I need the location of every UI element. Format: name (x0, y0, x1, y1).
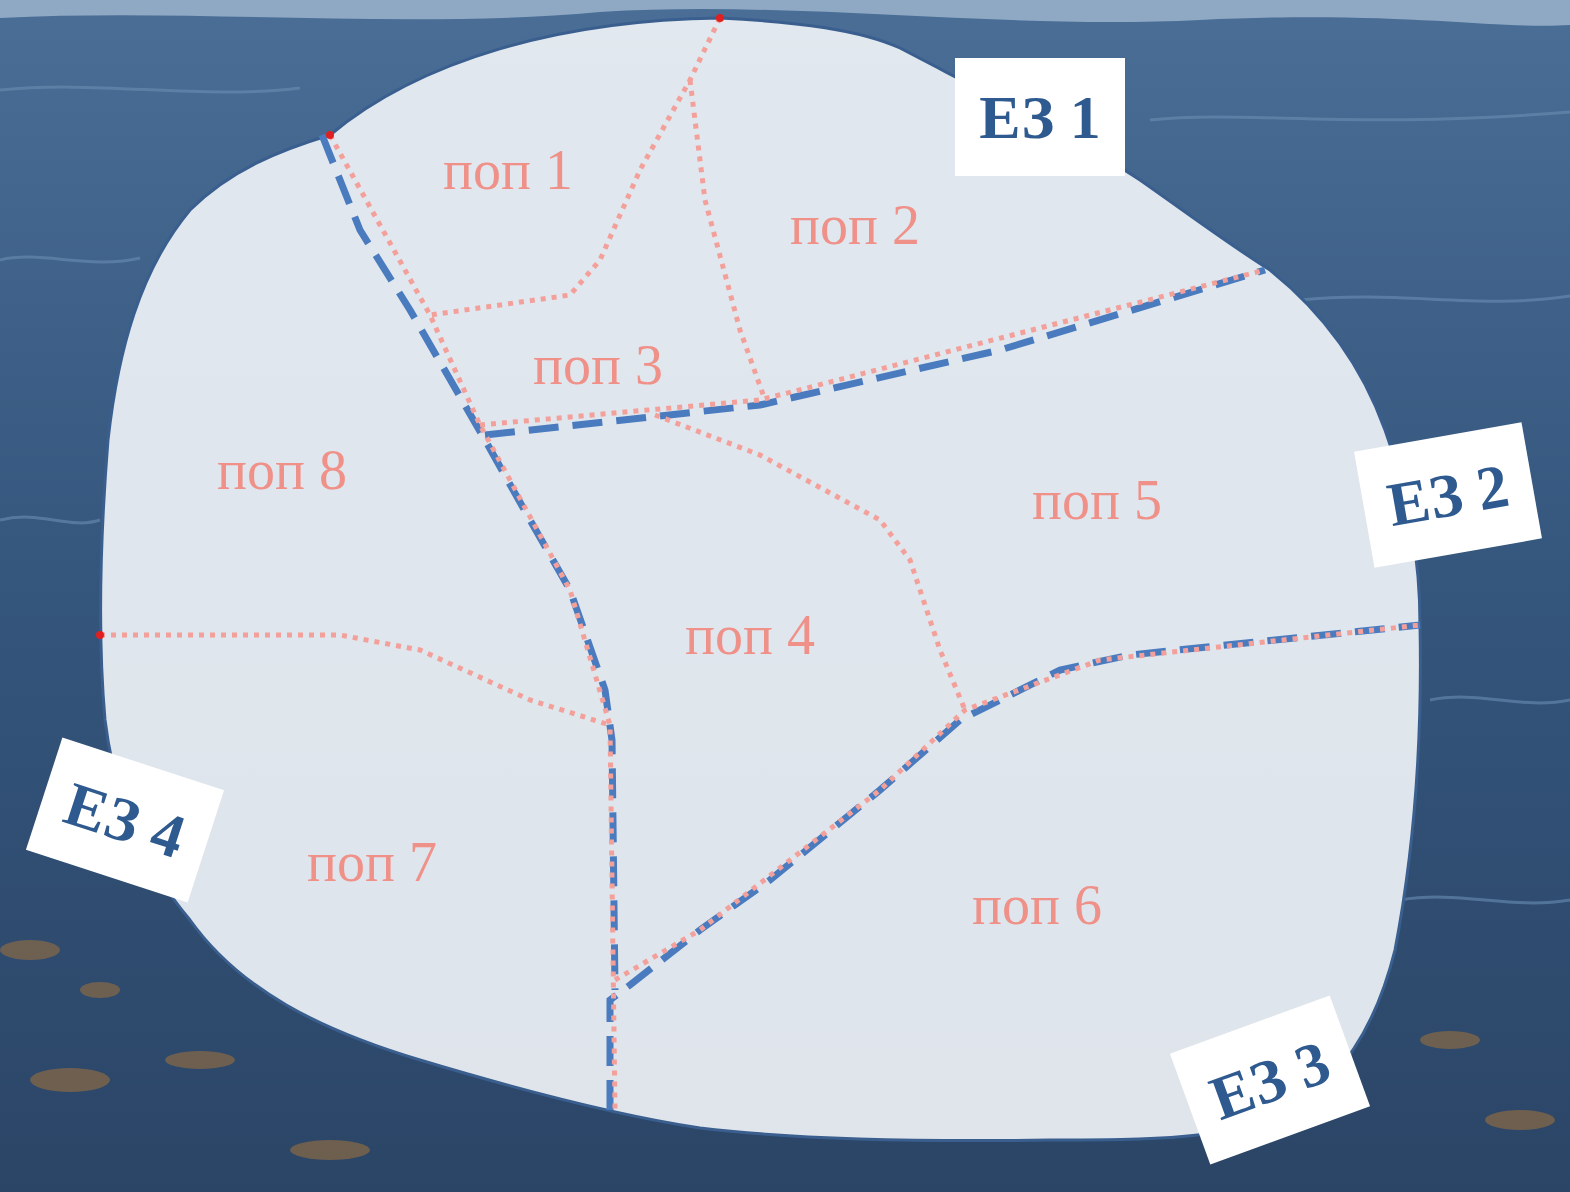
population-label: поп 1 (443, 142, 573, 198)
population-label: поп 4 (685, 607, 815, 663)
population-label: поп 7 (307, 834, 437, 890)
population-label: поп 8 (217, 442, 347, 498)
zone-label: ЕЗ 2 (1383, 454, 1513, 536)
zone-label: ЕЗ 3 (1202, 1030, 1337, 1130)
zone-box: ЕЗ 1 (955, 58, 1125, 176)
population-label: поп 5 (1032, 472, 1162, 528)
population-label: поп 6 (972, 877, 1102, 933)
population-label: поп 2 (790, 197, 920, 253)
zone-label: ЕЗ 1 (979, 86, 1100, 148)
population-label: поп 3 (533, 337, 663, 393)
zone-label: ЕЗ 4 (58, 772, 193, 868)
